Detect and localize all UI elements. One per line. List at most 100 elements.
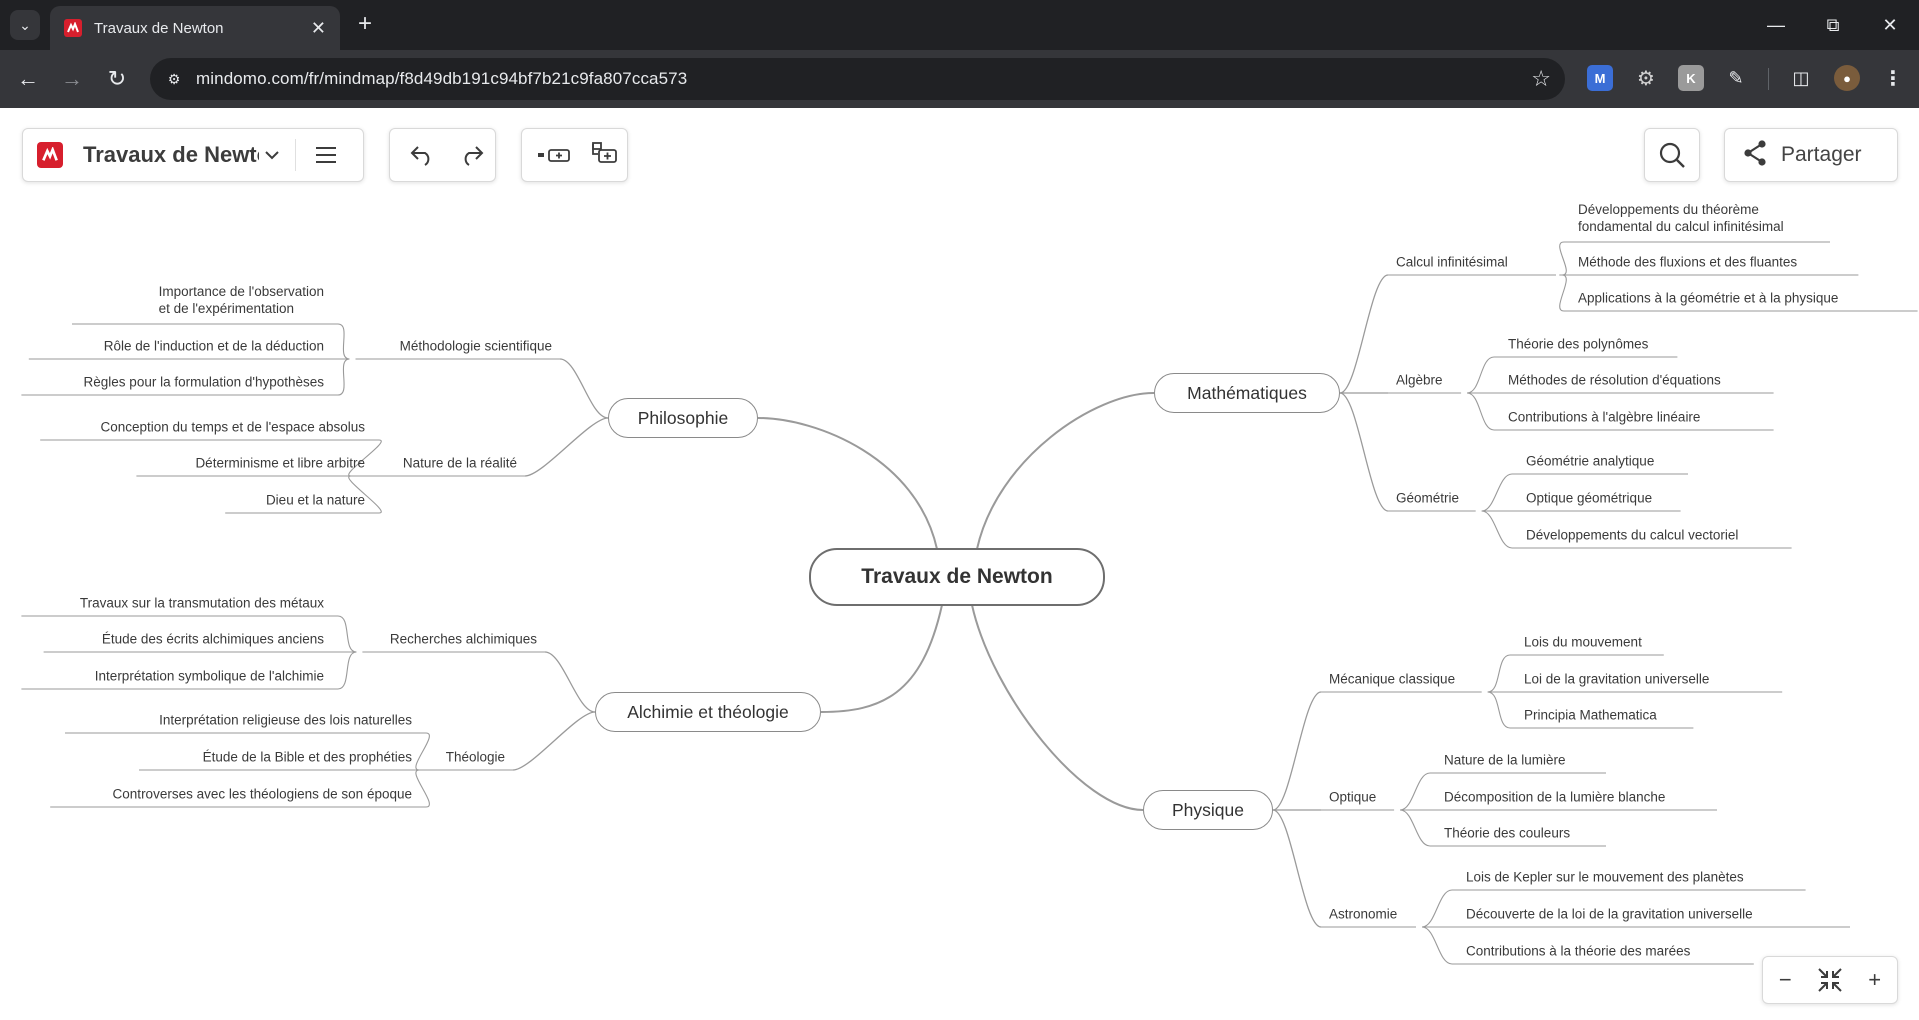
connector-sub [1339,274,1389,394]
connector-leaf [1421,889,1453,928]
leaf-0-2-2[interactable]: Développements du calcul vectoriel [1526,527,1739,543]
undo-redo-panel [389,128,496,182]
leaf-2-0-1[interactable]: Rôle de l'induction et de la déduction [103,338,324,354]
panel-divider [295,139,296,171]
add-sibling-topic-icon[interactable] [534,135,574,175]
tab-title: Travaux de Newton [94,19,224,37]
leaf-1-2-0[interactable]: Lois de Kepler sur le mouvement des plan… [1466,869,1744,885]
leaf-0-2-0[interactable]: Géométrie analytique [1526,453,1655,469]
connector-leaf [1559,274,1567,312]
leaf-3-1-0[interactable]: Interprétation religieuse des lois natur… [159,712,412,728]
hamburger-menu-icon[interactable] [306,135,346,175]
title-panel: Travaux de Newton [22,128,364,182]
back-icon[interactable]: ← [17,66,39,91]
leaf-2-1-1[interactable]: Déterminisme et libre arbitre [195,455,365,471]
leaf-0-2-1[interactable]: Optique géométrique [1526,490,1653,506]
zoom-in-icon[interactable]: + [1868,967,1882,992]
leaf-2-1-0[interactable]: Conception du temps et de l'espace absol… [100,419,366,435]
extension-gear-icon[interactable]: ⚙ [1637,67,1655,90]
leaf-1-2-2[interactable]: Contributions à la théorie des marées [1466,943,1691,959]
branch-topic-0[interactable]: Mathématiques [1154,373,1340,413]
extensions-icon[interactable]: ✎ [1728,67,1744,88]
connector-leaf [348,439,382,477]
extension-k-icon[interactable]: K [1678,65,1704,91]
leaf-1-1-1[interactable]: Décomposition de la lumière blanche [1444,789,1666,805]
zoom-out-icon[interactable]: − [1778,967,1792,992]
add-topic-panel [521,128,628,182]
subtopic-1-1[interactable]: Optique [1329,789,1377,805]
subtopic-0-2[interactable]: Géométrie [1396,490,1460,506]
leaf-3-0-0[interactable]: Travaux sur la transmutation des métaux [79,595,324,611]
connector-leaf [337,651,357,690]
subtopic-3-0[interactable]: Recherches alchimiques [389,631,537,647]
minimize-icon[interactable]: — [1767,14,1785,35]
leaf-0-1-2[interactable]: Contributions à l'algèbre linéaire [1508,409,1701,425]
leaf-3-0-1[interactable]: Étude des écrits alchimiques anciens [101,631,324,647]
leaf-2-0-2[interactable]: Règles pour la formulation d'hypothèses [83,374,324,390]
connector-leaf [1466,392,1495,431]
search-icon[interactable] [1652,135,1692,175]
redo-icon[interactable] [452,135,492,175]
connector-leaf [1399,809,1431,847]
add-subtopic-icon[interactable] [584,135,624,175]
subtopic-0-1[interactable]: Algèbre [1396,372,1443,388]
new-tab-icon[interactable]: + [357,10,372,37]
leaf-1-2-1[interactable]: Découverte de la loi de la gravitation u… [1466,906,1753,922]
branch-topic-3[interactable]: Alchimie et théologie [595,692,821,732]
branch-topic-1[interactable]: Physique [1143,790,1273,830]
document-title[interactable]: Travaux de Newton [83,142,259,167]
bookmark-star-icon[interactable]: ☆ [1531,66,1551,91]
leaf-1-0-1[interactable]: Loi de la gravitation universelle [1524,671,1710,687]
leaf-1-0-2[interactable]: Principia Mathematica [1524,707,1657,723]
undo-icon[interactable] [402,135,442,175]
subtopic-1-2[interactable]: Astronomie [1329,906,1398,922]
url-text[interactable]: mindomo.com/fr/mindmap/f8d49db191c94bf7b… [196,69,688,88]
tab-search-icon[interactable]: ⌄ [10,10,40,40]
leaf-3-1-2[interactable]: Controverses avec les théologiens de son… [112,786,412,802]
connector-main [820,604,943,713]
leaf-0-0-1[interactable]: Méthode des fluxions et des fluantes [1578,254,1798,270]
leaf-line: et de l'expérimentation [158,301,294,316]
connector-leaf [1421,926,1453,965]
leaf-2-1-2[interactable]: Dieu et la nature [265,492,365,508]
browser-tab[interactable]: Travaux de Newton ✕ [50,6,340,50]
chevron-down-icon[interactable] [259,135,285,175]
fit-to-screen-icon[interactable] [1808,960,1853,1000]
extension-m-icon[interactable]: M [1587,65,1613,91]
window-close-icon[interactable]: ✕ [1882,14,1898,35]
leaf-3-1-1[interactable]: Étude de la Bible et des prophéties [202,749,412,765]
connector-leaf [348,475,382,514]
leaf-1-0-0[interactable]: Lois du mouvement [1524,634,1642,650]
mindomo-logo[interactable] [37,142,63,168]
reload-icon[interactable]: ↻ [107,66,127,91]
mindmap-connectors [21,241,1918,965]
central-topic[interactable]: Travaux de Newton [809,548,1105,606]
leaf-1-1-0[interactable]: Nature de la lumière [1444,752,1566,768]
connector-leaf [415,732,430,771]
side-panel-icon[interactable]: ◫ [1792,67,1810,88]
restore-icon[interactable]: ⧉ [1826,14,1840,35]
leaf-1-1-2[interactable]: Théorie des couleurs [1444,825,1571,841]
branch-topic-2[interactable]: Philosophie [608,398,758,438]
connector-leaf [1399,772,1431,811]
menu-kebab-icon[interactable]: ⋮ [1883,67,1903,90]
leaf-3-0-2[interactable]: Interprétation symbolique de l'alchimie [94,668,324,684]
connector-main [971,604,1144,811]
subtopic-0-0[interactable]: Calcul infinitésimal [1396,254,1508,270]
subtopic-2-0[interactable]: Méthodologie scientifique [399,338,552,354]
forward-icon[interactable]: → [61,66,83,91]
share-label: Partager [1781,143,1862,166]
subtopic-1-0[interactable]: Mécanique classique [1329,671,1456,687]
share-button[interactable]: Partager [1724,128,1898,182]
profile-avatar[interactable]: ● [1834,65,1860,91]
leaf-0-1-1[interactable]: Méthodes de résolution d'équations [1508,372,1721,388]
leaf-0-1-0[interactable]: Théorie des polynômes [1508,336,1649,352]
subtopic-3-1[interactable]: Théologie [445,749,505,765]
site-info-icon[interactable]: ⚙ [167,71,181,87]
leaf-0-0-2[interactable]: Applications à la géométrie et à la phys… [1578,290,1839,306]
close-icon[interactable]: ✕ [310,17,326,38]
address-bar[interactable]: ⚙ mindomo.com/fr/mindmap/f8d49db191c94bf… [150,58,1565,100]
subtopic-2-1[interactable]: Nature de la réalité [402,455,517,471]
